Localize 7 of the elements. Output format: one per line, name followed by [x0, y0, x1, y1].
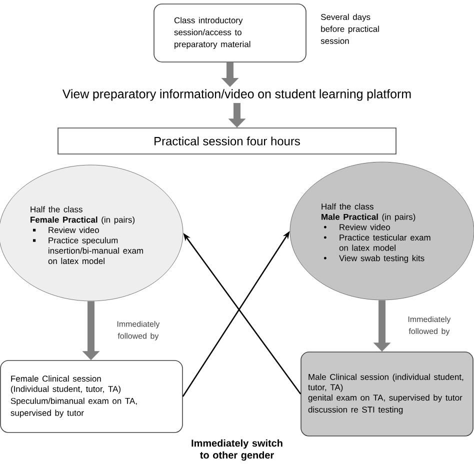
- process-box: Male Clinical session (individual student, tutor, TA) genital exam on TA, supervised by tutor discussion re STI testing: [300, 352, 474, 436]
- process-box: Class introductory session/access to preparatory material: [154, 4, 306, 62]
- step-text: View preparatory information/video on student learning platform: [62, 89, 411, 101]
- note-text: Several days before practical session: [320, 14, 379, 44]
- caption-text: Immediately switch to other gender: [192, 439, 282, 461]
- process-box: Female Clinical session (Individual student, tutor, TA) Speculum/bimanual exam on TA, supervised by tutor: [0, 360, 183, 433]
- process-box: Practical session four hours: [58, 128, 396, 154]
